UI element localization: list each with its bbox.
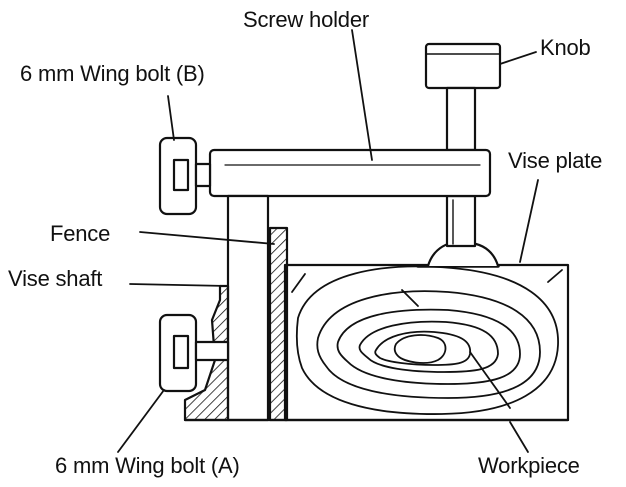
- label-wing-bolt-b: 6 mm Wing bolt (B): [20, 61, 205, 86]
- label-vise-plate: Vise plate: [508, 148, 603, 173]
- fence: [268, 226, 289, 422]
- label-vise-shaft: Vise shaft: [8, 266, 103, 291]
- vise-shaft: [226, 194, 270, 422]
- knob: [424, 42, 502, 90]
- label-fence: Fence: [50, 221, 111, 246]
- wing-bolt-b: [158, 136, 212, 216]
- wing-bolt-a: [158, 313, 230, 393]
- workpiece: [283, 263, 570, 422]
- label-workpiece: Workpiece: [478, 453, 580, 478]
- screw-holder: [208, 148, 492, 198]
- vise-plate: [416, 242, 500, 268]
- label-screw-holder: Screw holder: [243, 7, 369, 32]
- leader-lines: [117, 29, 539, 453]
- label-wing-bolt-a: 6 mm Wing bolt (A): [55, 453, 240, 478]
- label-knob: Knob: [540, 35, 591, 60]
